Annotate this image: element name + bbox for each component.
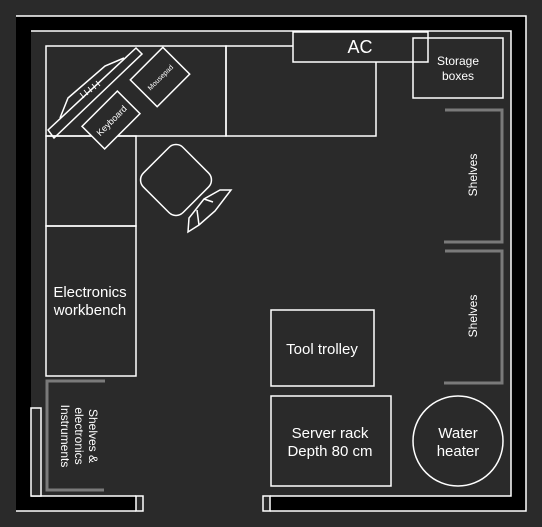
storage-label-1: Storage [437,54,479,68]
shelves-bottom: Shelves [444,249,504,385]
electronics-workbench: Electronics workbench [45,225,137,377]
left-wall-post [30,407,42,497]
monitor [46,46,144,140]
chair-back [187,189,233,234]
keyboard: Keyboard [80,89,142,151]
ac-label: AC [347,37,372,57]
wall-outline [16,15,527,512]
server-rack-label-1: Server rack [292,425,369,442]
workbench-label-1: Electronics [53,284,126,301]
workbench-box [45,225,137,377]
chair-seat [139,143,213,217]
mousepad-box [129,46,191,108]
instrument-shelves-label-1: Shelves & [86,409,100,463]
wall-bottom-left [16,496,136,511]
server-rack: Server rack Depth 80 cm [270,395,392,487]
tool-trolley-box [270,309,375,387]
door-jamb-right [262,495,271,512]
mousepad: Mousepad [129,46,191,108]
workbench-label-2: workbench [53,302,127,319]
door-jamb-left [135,495,144,512]
office-chair [139,143,233,234]
walls [16,15,527,512]
water-heater: Water heater [412,395,504,487]
wall-bottom-right [270,496,526,511]
instrument-shelves-label-2: electronics [72,407,86,464]
ac-unit: AC [292,31,429,63]
chair-arm [196,198,214,226]
storage-boxes: Storage boxes [412,37,504,99]
instrument-shelves-label-3: Instruments [58,405,72,468]
monitor-vents [79,80,101,99]
server-rack-box [270,395,392,487]
shelves-top: Shelves [444,108,504,244]
storage-box [412,37,504,99]
water-heater-label-1: Water [438,425,477,442]
tool-trolley-label: Tool trolley [286,341,358,358]
monitor-stand [59,57,125,119]
server-rack-label-2: Depth 80 cm [287,443,372,460]
instrument-shelves: Shelves & electronics Instruments [45,379,105,492]
wall-inner-outline [31,30,512,497]
wall-left [16,16,31,511]
shelves-top-outline [444,108,504,244]
wall-right [511,16,526,511]
shelves-bottom-label: Shelves [466,295,480,338]
shelves-bottom-outline [444,249,504,385]
water-heater-label-2: heater [437,443,480,460]
ac-box [292,31,429,63]
wall-top [16,16,526,31]
water-heater-circle [412,395,504,487]
tool-trolley: Tool trolley [270,309,375,387]
shelves-top-label: Shelves [466,154,480,197]
instrument-shelves-outline [45,379,105,492]
storage-label-2: boxes [442,69,474,83]
keyboard-box [80,89,142,151]
monitor-screen [46,46,144,140]
